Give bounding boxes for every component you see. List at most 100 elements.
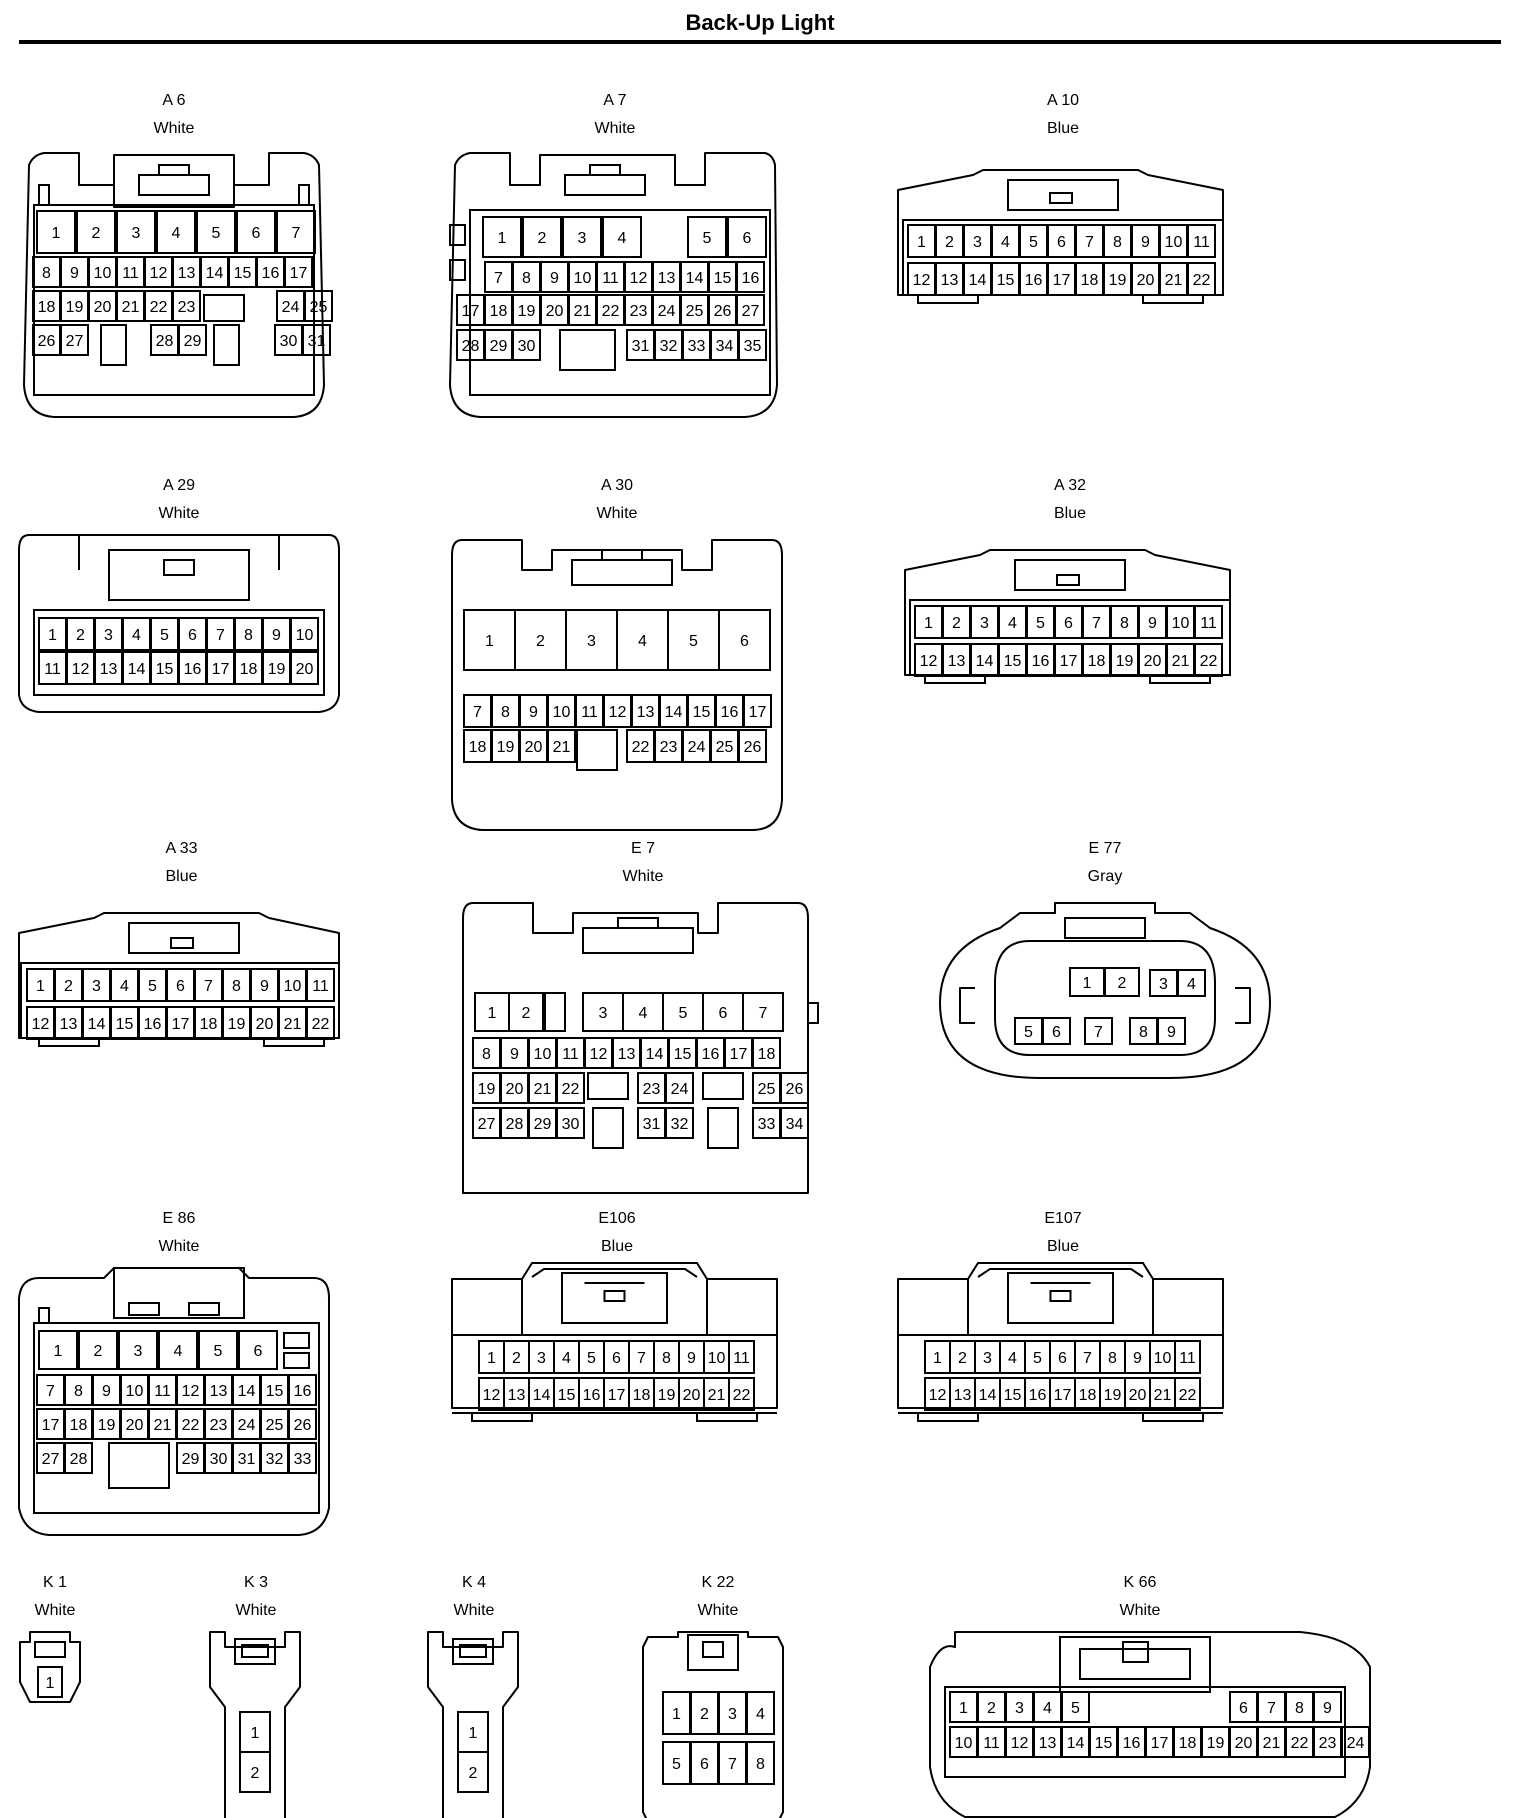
pin-number: 7 <box>637 1350 646 1367</box>
latch-icon <box>1014 559 1126 591</box>
latch-icon <box>1059 1636 1211 1693</box>
pin-number: 21 <box>1172 653 1190 670</box>
pin-number: 10 <box>553 704 571 721</box>
pin-number: 16 <box>1029 1387 1047 1404</box>
pin-number: 14 <box>686 270 704 287</box>
pin-number: 8 <box>482 1046 491 1063</box>
pin-number: 21 <box>1154 1387 1172 1404</box>
pin-number: 16 <box>1025 272 1043 289</box>
pin-field <box>944 1686 1346 1778</box>
pin-cell: 26 <box>738 729 767 763</box>
pin-cell: 4 <box>602 216 642 258</box>
pin-number: 18 <box>469 739 487 756</box>
latch-icon <box>128 922 240 954</box>
pin-number: 3 <box>728 1706 737 1723</box>
pin-cell: 24 <box>276 290 305 322</box>
pin-cell: 12 <box>26 1006 55 1040</box>
pin-number: 15 <box>1004 1387 1022 1404</box>
lock-rail-icon <box>924 674 986 684</box>
pin-number: 20 <box>94 299 112 316</box>
blank-slot-icon <box>587 1072 629 1100</box>
pin-cell: 7 <box>484 261 513 293</box>
pin-cell: 10 <box>120 1374 149 1406</box>
pin-number: 17 <box>608 1387 626 1404</box>
pin-number: 8 <box>662 1350 671 1367</box>
pin-cell: 15 <box>1089 1726 1118 1758</box>
pin-number: 1 <box>924 615 933 632</box>
pin-cell: 2 <box>935 224 964 258</box>
pin-cell: 7 <box>276 210 316 254</box>
pin-number: 19 <box>497 739 515 756</box>
pin-cell: 11 <box>148 1374 177 1406</box>
pin-cell: 8 <box>491 694 520 728</box>
pin-number: 14 <box>976 653 994 670</box>
pin-number: 7 <box>204 978 213 995</box>
pin-cell: 1 <box>239 1711 271 1753</box>
pin-number: 27 <box>478 1116 496 1133</box>
pin-number: 1 <box>959 1700 968 1717</box>
pin-cell: 17 <box>603 1377 630 1411</box>
latch-tab-icon <box>589 164 621 176</box>
pin-number: 20 <box>506 1081 524 1098</box>
connector-id: K 66 <box>1123 1574 1157 1591</box>
pin-cell: 5 <box>198 1330 238 1370</box>
pin-cell: 2 <box>76 210 116 254</box>
pin-number: 29 <box>184 333 202 350</box>
pin-cell: 9 <box>1313 1691 1342 1723</box>
pin-number: 28 <box>70 1451 88 1468</box>
pin-cell: 14 <box>1061 1726 1090 1758</box>
pin-cell: 18 <box>1075 262 1104 296</box>
pin-number: 8 <box>756 1756 765 1773</box>
pin-number: 15 <box>1004 653 1022 670</box>
pin-cell: 12 <box>603 694 632 728</box>
pin-cell: 19 <box>472 1072 501 1104</box>
pin-number: 10 <box>955 1735 973 1752</box>
pin-number: 25 <box>266 1417 284 1434</box>
pin-number: 9 <box>550 270 559 287</box>
pin-number: 34 <box>786 1116 804 1133</box>
pin-cell: 16 <box>178 651 207 685</box>
pin-cell: 25 <box>710 729 739 763</box>
pin-number: 4 <box>174 1343 183 1360</box>
pin-number: 19 <box>478 1081 496 1098</box>
housing-detail <box>959 987 1251 1024</box>
pin-cell: 22 <box>306 1006 335 1040</box>
pin-cell: 8 <box>64 1374 93 1406</box>
pin-cell: 1 <box>37 1666 63 1698</box>
pin-number: 9 <box>1141 234 1150 251</box>
pin-cell: 10 <box>949 1726 978 1758</box>
pin-cell: 21 <box>116 290 145 322</box>
pin-cell: 9 <box>1157 1017 1186 1045</box>
pin-number: 16 <box>1123 1735 1141 1752</box>
pin-number: 8 <box>1139 1024 1148 1041</box>
pin-number: 5 <box>1071 1700 1080 1717</box>
pin-cell: 5 <box>687 216 727 258</box>
pin-cell: 21 <box>1159 262 1188 296</box>
pin-cell: 6 <box>718 609 771 671</box>
pin-cell: 18 <box>484 294 513 326</box>
pin-cell: 16 <box>1117 1726 1146 1758</box>
pin-number: 30 <box>518 338 536 355</box>
connector-id: A 33 <box>165 840 198 857</box>
pin-cell: 5 <box>1061 1691 1090 1723</box>
pin-number: 2 <box>469 1765 478 1782</box>
housing-outline <box>209 1631 301 1818</box>
lock-rail-icon <box>917 1412 979 1422</box>
pin-cell: 4 <box>110 968 139 1002</box>
pin-number: 23 <box>210 1417 228 1434</box>
connector-id: A 6 <box>162 92 186 109</box>
pin-cell: 21 <box>568 294 597 326</box>
pin-number: 13 <box>658 270 676 287</box>
pin-number: 3 <box>132 225 141 242</box>
latch-tab-icon <box>188 1302 220 1316</box>
pin-number: 2 <box>700 1706 709 1723</box>
latch-icon <box>113 1267 245 1319</box>
pin-number: 31 <box>643 1116 661 1133</box>
pin-cell: 6 <box>1054 605 1083 639</box>
pin-number: 10 <box>126 1383 144 1400</box>
pin-cell: 3 <box>565 609 618 671</box>
